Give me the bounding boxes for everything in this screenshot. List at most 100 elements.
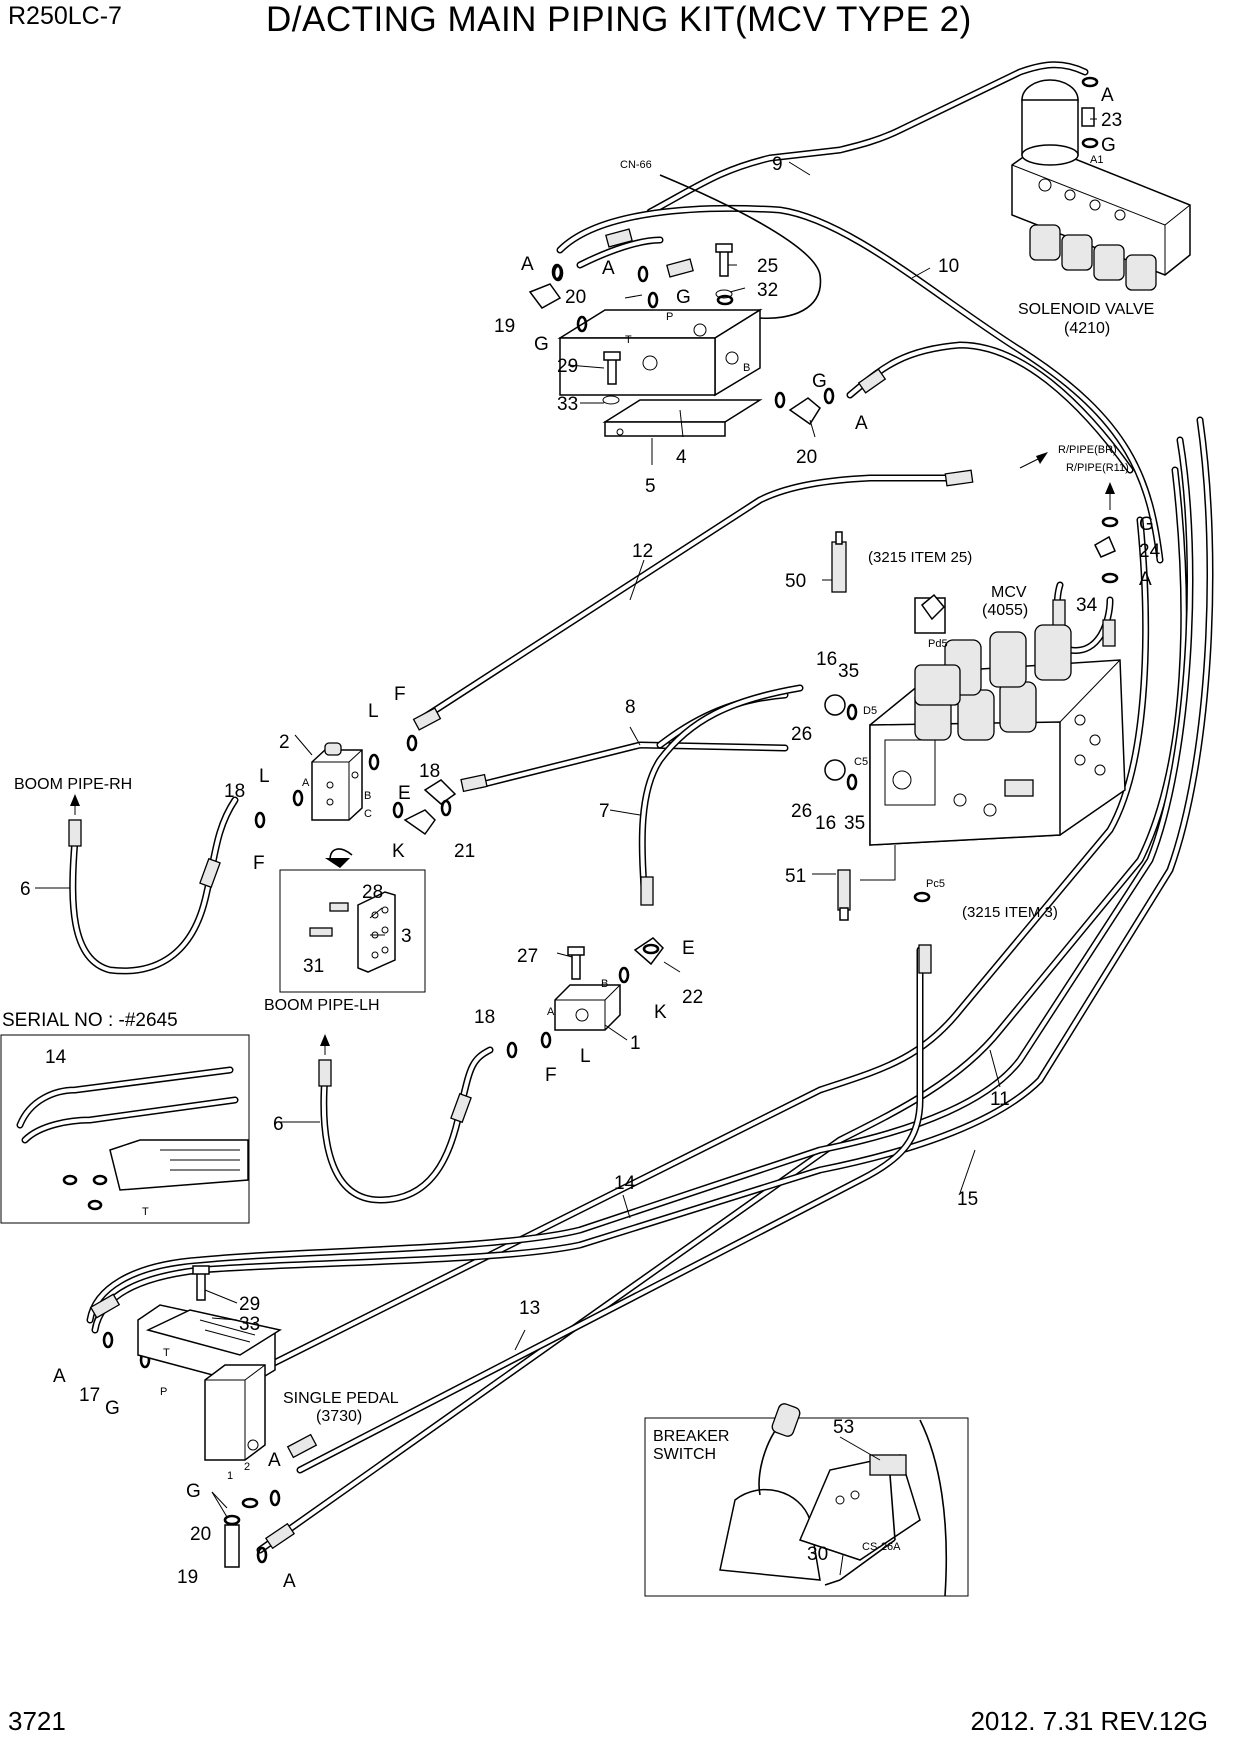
port-t: T (625, 334, 632, 346)
mcv-ref: (4055) (982, 602, 1028, 619)
connector-cn66: CN-66 (620, 159, 652, 171)
callout-4: 4 (676, 447, 687, 468)
boom-pipe-rh-label: BOOM PIPE-RH (14, 776, 132, 793)
callout-a-mcv: A (1139, 569, 1152, 590)
callout-33-pedal: 33 (239, 1314, 260, 1335)
callout-a-pedal-right: A (268, 1450, 281, 1471)
rpipe-r11-label: R/PIPE(R11) (1066, 462, 1129, 474)
callout-19-pedal: 19 (177, 1567, 198, 1588)
main-control-valve (860, 597, 1126, 881)
callout-l-upper: L (368, 701, 379, 722)
port-labels: A1 T P B A B C A B Pd5 D5 C5 Pc5 T P 1 2… (142, 154, 1103, 1482)
callout-26-lower: 26 (791, 801, 812, 822)
callout-33-top: 33 (557, 394, 578, 415)
callout-g-pedal-left: G (105, 1398, 120, 1419)
callout-g-mcv: G (1139, 514, 1154, 535)
callout-17: 17 (79, 1385, 100, 1406)
callout-29-top: 29 (557, 356, 578, 377)
solenoid-valve-label: SOLENOID VALVE (1018, 301, 1154, 318)
port-b: B (743, 362, 750, 374)
mcv-label: MCV (991, 584, 1027, 601)
callout-20-top: 20 (565, 287, 586, 308)
callout-14-inset: 14 (45, 1047, 67, 1068)
callout-l-lower: L (580, 1046, 591, 1067)
callout-24: 24 (1139, 541, 1161, 562)
ref-3215-item25: (3215 ITEM 25) (868, 549, 972, 566)
boom-pipe-lh-label: BOOM PIPE-LH (264, 997, 380, 1014)
solenoid-valve (1011, 79, 1191, 291)
callout-23: 23 (1101, 110, 1122, 131)
single-pedal-ref: (3730) (316, 1408, 362, 1425)
revision-date: 2012. 7.31 REV.12G (970, 1706, 1208, 1736)
callout-f-left: F (253, 853, 265, 874)
callout-g-solenoid: G (1101, 135, 1116, 156)
callout-12: 12 (632, 541, 653, 562)
inset-bracket (279, 848, 426, 993)
callout-f-upper: F (394, 684, 406, 705)
port-pd5: Pd5 (928, 638, 948, 650)
callout-15: 15 (957, 1189, 978, 1210)
port-d5: D5 (863, 705, 877, 717)
port-a1: A1 (1090, 154, 1103, 166)
callout-g-elbow: G (812, 371, 827, 392)
connector-cs26a: CS-26A (862, 1541, 901, 1553)
callout-10: 10 (938, 256, 959, 277)
callout-22: 22 (682, 987, 703, 1008)
model-code: R250LC-7 (8, 2, 122, 30)
callout-34: 34 (1076, 595, 1098, 616)
callout-k-lower: K (654, 1002, 667, 1023)
page-title: D/ACTING MAIN PIPING KIT(MCV TYPE 2) (266, 0, 972, 39)
callout-51: 51 (785, 866, 806, 887)
callout-29-pedal: 29 (239, 1294, 260, 1315)
callout-18-left: 18 (224, 781, 245, 802)
callout-30: 30 (807, 1544, 828, 1565)
callout-25: 25 (757, 256, 778, 277)
callout-16-lower: 16 (815, 813, 836, 834)
port-1-pedal: 1 (227, 1470, 233, 1482)
callout-9: 9 (772, 154, 783, 175)
inset-serial (0, 1034, 250, 1224)
callout-5: 5 (645, 476, 656, 497)
callout-a-top-left: A (521, 254, 534, 275)
port-a-2: A (302, 777, 310, 789)
callout-13: 13 (519, 1298, 540, 1319)
rpipe-br-label: R/PIPE(BR) (1058, 444, 1117, 456)
inset-breaker-switch (644, 1403, 969, 1597)
ref-3215-item3: (3215 ITEM 3) (962, 904, 1058, 921)
callout-k-upper: K (392, 841, 405, 862)
callout-32: 32 (757, 280, 778, 301)
callout-35-upper: 35 (838, 661, 859, 682)
callout-e-lower: E (682, 938, 695, 959)
port-c-2: C (364, 808, 372, 820)
callout-a-pedal-left: A (53, 1366, 66, 1387)
port-b-1: B (601, 978, 608, 990)
callout-53: 53 (833, 1417, 854, 1438)
small-parts (192, 243, 1116, 1568)
page-number: 3721 (8, 1706, 66, 1736)
callout-e-upper: E (398, 783, 411, 804)
solenoid-valve-ref: (4210) (1064, 320, 1110, 337)
single-pedal (137, 1304, 282, 1461)
callout-6-rh: 6 (20, 879, 31, 900)
callout-7: 7 (599, 801, 610, 822)
port-p: P (666, 311, 673, 323)
callout-a-top-mid: A (602, 258, 615, 279)
callout-3: 3 (401, 926, 412, 947)
callout-31: 31 (303, 956, 324, 977)
callout-35-lower: 35 (844, 813, 865, 834)
part-callouts: 9 10 23 A G A A 25 32 20 G 19 G 29 33 4 … (20, 85, 1161, 1592)
callout-a-solenoid: A (1101, 85, 1114, 106)
callout-28: 28 (362, 882, 383, 903)
callout-19-top: 19 (494, 316, 515, 337)
callout-26-upper: 26 (791, 724, 812, 745)
callout-16-upper: 16 (816, 649, 837, 670)
callout-l-left: L (259, 766, 270, 787)
port-c5: C5 (854, 756, 868, 768)
callout-20-elbow: 20 (796, 447, 817, 468)
callout-18-upper: 18 (419, 761, 440, 782)
breaker-label-line1: BREAKER (653, 1428, 729, 1445)
callout-20-pedal: 20 (190, 1524, 211, 1545)
leader-lines (35, 118, 1115, 1576)
callout-g-top-mid: G (676, 287, 691, 308)
hose-fittings (68, 228, 1116, 1550)
